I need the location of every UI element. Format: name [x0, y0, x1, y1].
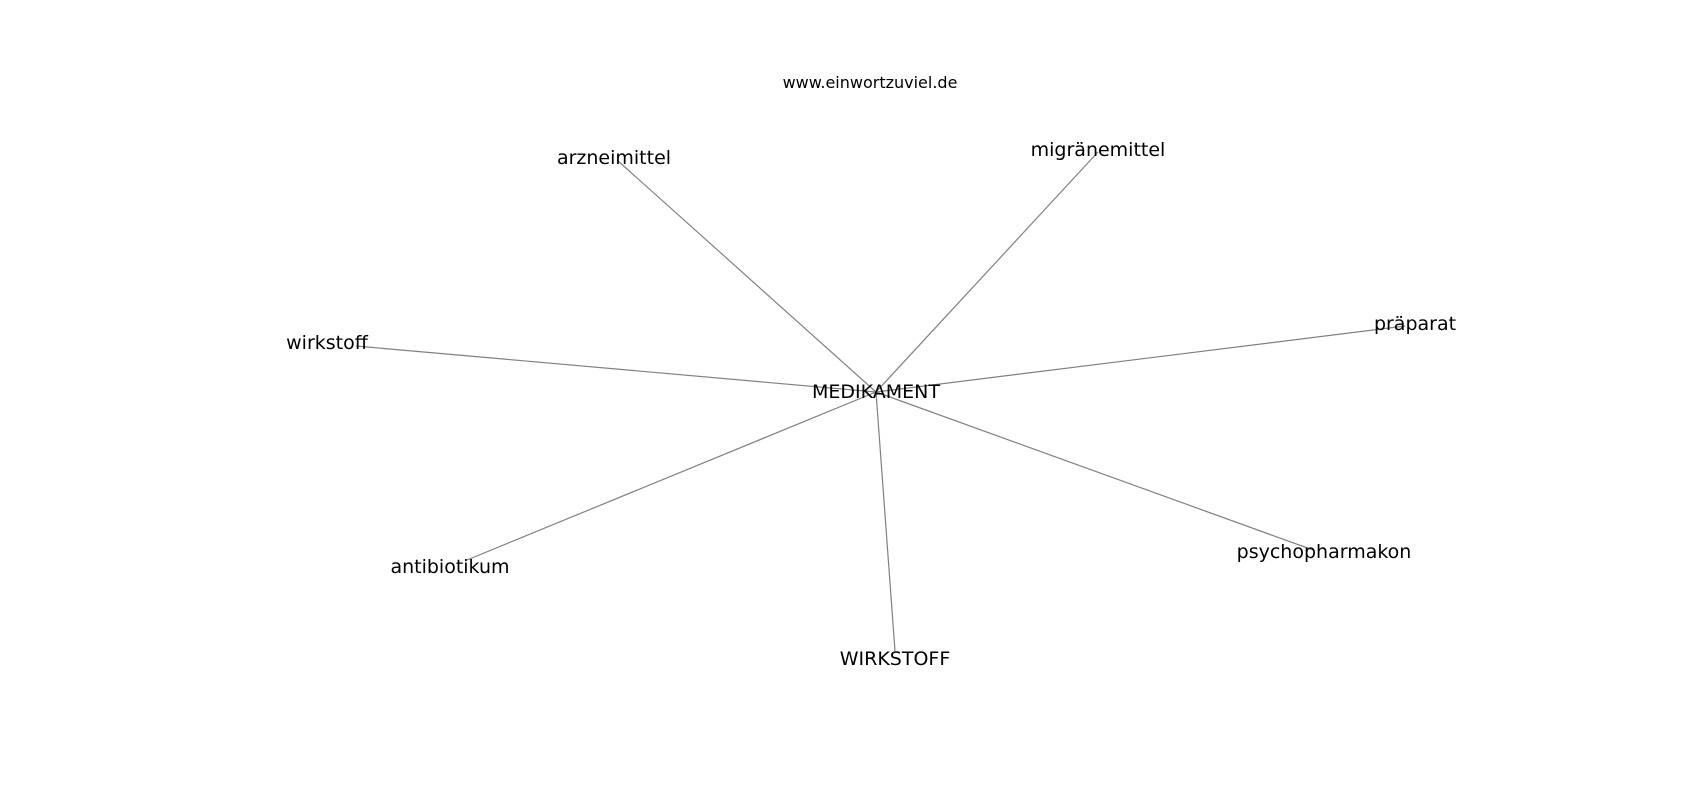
- edge-medikament-praeparat: [875, 325, 1406, 393]
- edge-medikament-arzneimittel: [616, 159, 877, 393]
- edge-medikament-psychopharmakon: [875, 391, 1314, 551]
- node-label-wirkstoff: wirkstoff: [286, 332, 369, 354]
- node-label-medikament: MEDIKAMENT: [812, 381, 940, 403]
- edge-medikament-migraenemittel: [875, 151, 1099, 393]
- edge-medikament-antibiotikum: [466, 391, 877, 561]
- edge-medikament-wirkstoff-upper: [875, 391, 896, 652]
- node-label-arzneimittel: arzneimittel: [557, 147, 671, 169]
- edges-group: [355, 151, 1406, 652]
- node-label-wirkstoff-upper: WIRKSTOFF: [840, 648, 951, 670]
- node-label-migraenemittel: migränemittel: [1031, 139, 1166, 161]
- site-url-label: www.einwortzuviel.de: [783, 73, 958, 92]
- edge-medikament-wirkstoff: [355, 345, 877, 393]
- nodes-group: MEDIKAMENT arzneimittel migränemittel wirks…: [286, 139, 1456, 670]
- node-label-praeparat: präparat: [1374, 313, 1456, 335]
- node-label-psychopharmakon: psychopharmakon: [1237, 541, 1412, 563]
- node-label-antibiotikum: antibiotikum: [390, 556, 509, 578]
